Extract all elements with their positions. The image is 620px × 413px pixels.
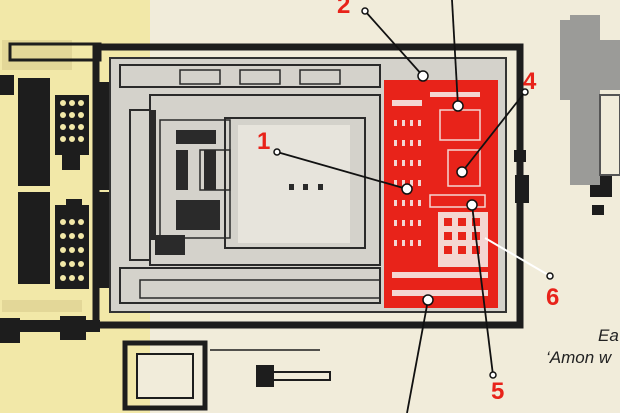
leader-dot-2-end [361,7,369,15]
leader-dot-4-end [521,88,529,96]
leader-dot-2 [417,70,429,82]
leader-line-6 [484,237,551,277]
leader-dot-7 [422,294,434,306]
leader-line-3 [451,0,459,107]
leader-dots [273,7,554,379]
red-columns [394,120,421,246]
leader-lines [276,0,551,413]
south-structures [122,340,208,411]
east-doorway [599,94,620,176]
red-rooms [429,109,486,208]
south-shrine-inner [136,353,194,399]
caption-line-1: Ea [598,326,619,345]
marker-5-label: 5 [491,378,505,405]
marker-2-label: 2 [337,0,351,19]
caption-line-2: ‘Amon w [546,348,612,367]
south-wall-left [0,320,100,332]
marker-1-label: 1 [257,128,271,155]
south-statue-base [256,365,274,387]
leader-dot-1 [401,183,413,195]
leader-dot-6-end [546,272,554,280]
marker-6-label: 6 [546,284,560,311]
leader-dot-5-end [489,371,497,379]
east-grey-building [560,15,620,185]
grey-temple-rooms [139,69,381,299]
west-outer-wall [8,42,102,62]
leader-line-5 [471,204,494,376]
marker-4-label: 4 [523,68,537,95]
leader-line-4 [461,91,526,173]
leader-dot-3 [452,100,464,112]
leader-line-7 [406,299,429,413]
leader-dot-5 [466,199,478,211]
west-column-dots [60,100,84,281]
east-structures [514,150,612,215]
leader-dot-4 [456,166,468,178]
red-sanctuary [384,80,498,308]
leader-dot-1-end [273,148,281,156]
grey-temple-fill [150,110,323,255]
leader-line-2 [364,10,424,77]
leader-line-1 [276,151,408,190]
